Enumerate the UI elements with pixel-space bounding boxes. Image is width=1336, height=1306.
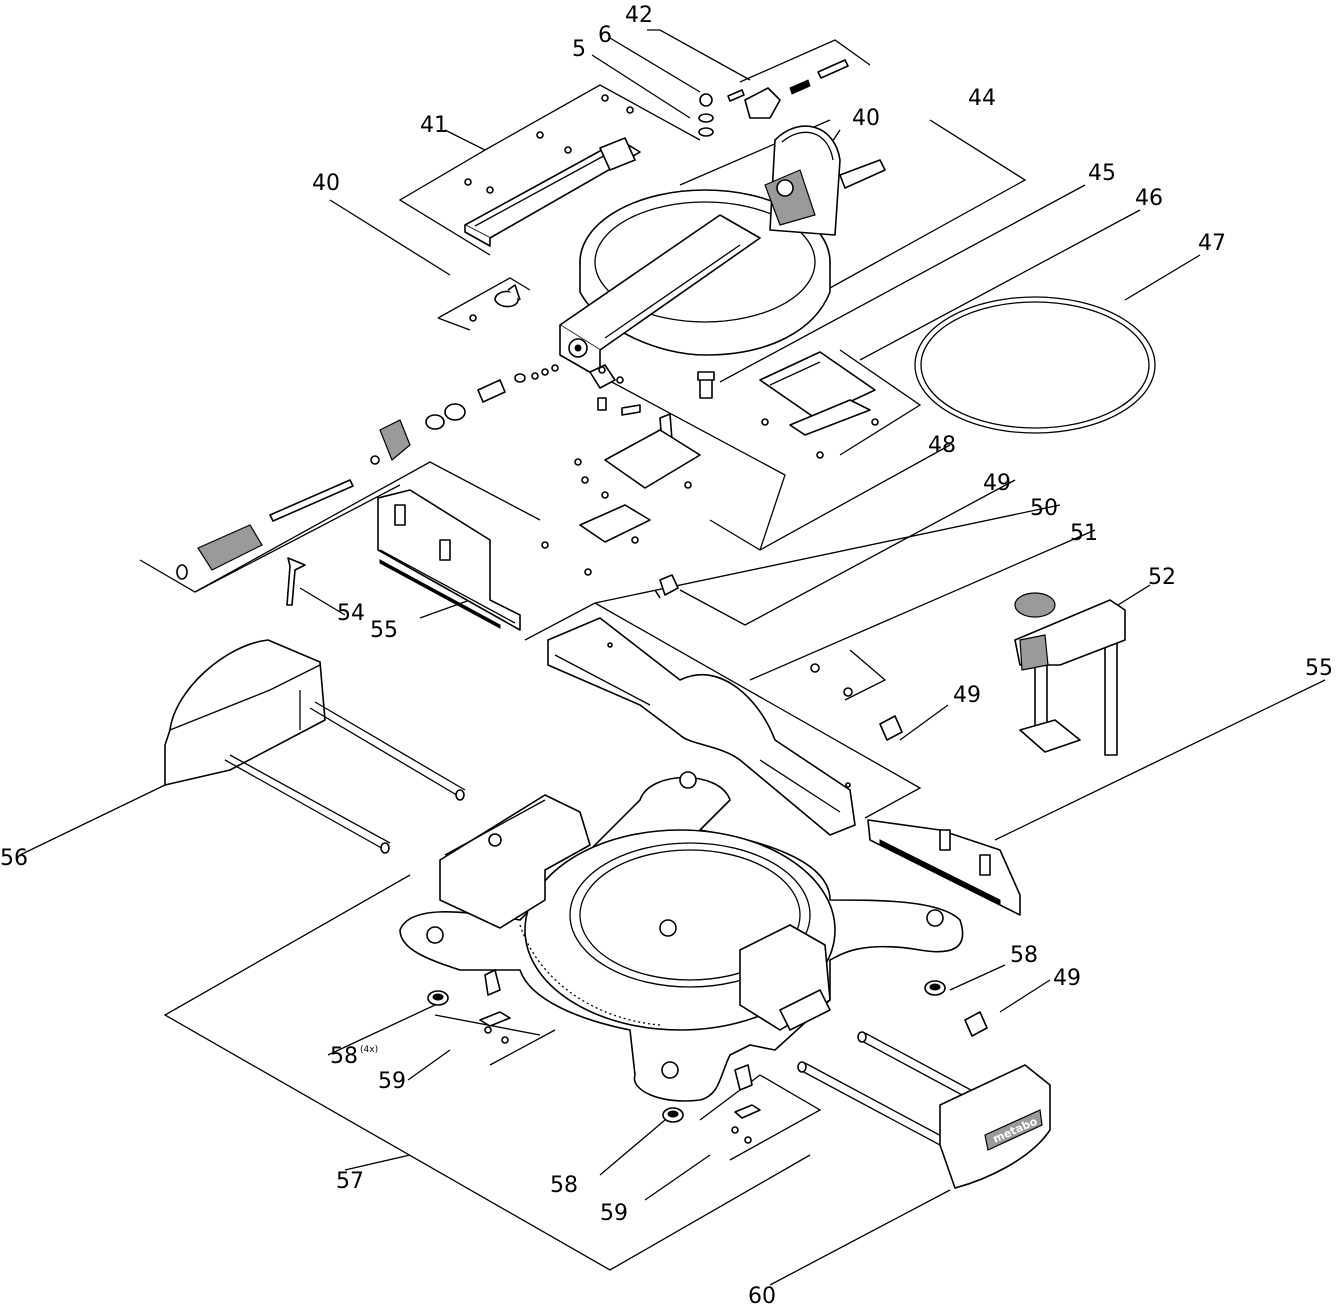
- callout-45: 45: [1088, 161, 1116, 186]
- callout-54: 54: [337, 601, 365, 626]
- callout-58-right: 58: [1010, 943, 1038, 968]
- switch-assembly: [574, 364, 701, 544]
- saw-base: [399, 771, 964, 1102]
- right-fence: [867, 819, 1021, 916]
- callout-40-left: 40: [312, 171, 340, 196]
- left-extension: [164, 639, 466, 854]
- callout-42: 42: [625, 3, 653, 28]
- callout-49-a: 49: [983, 471, 1011, 496]
- left-fence: [377, 489, 592, 631]
- table-insert: [547, 617, 856, 836]
- clamp-knob-3: [964, 1011, 988, 1037]
- guard-bracket: [759, 351, 879, 459]
- callout-58-bottom: 58: [550, 1173, 578, 1198]
- handle-cover: [464, 94, 641, 247]
- callout-56: 56: [0, 846, 28, 871]
- callout-59-left: 59: [378, 1069, 406, 1094]
- callout-47: 47: [1198, 231, 1226, 256]
- retaining-clip: [469, 284, 521, 322]
- callout-51: 51: [1070, 521, 1098, 546]
- fence-clips: [479, 969, 761, 1144]
- callout-48: 48: [928, 433, 956, 458]
- clamp-knob: [654, 574, 679, 599]
- lock-lever: [698, 59, 849, 137]
- guard-ring: [914, 296, 1156, 434]
- callout-52: 52: [1148, 565, 1176, 590]
- callout-41: 41: [420, 113, 448, 138]
- callout-49-b: 49: [953, 683, 981, 708]
- callout-55-right: 55: [1305, 656, 1333, 681]
- callout-55-left: 55: [370, 618, 398, 643]
- callout-57: 57: [336, 1169, 364, 1194]
- callout-5: 5: [572, 37, 586, 62]
- upper-blade-guard: [559, 189, 831, 379]
- callout-46: 46: [1135, 186, 1163, 211]
- spindle-parts: [176, 364, 559, 580]
- quantity-note: (4x): [360, 1045, 378, 1055]
- callout-59-bottom: 59: [600, 1201, 628, 1226]
- callout-40-top: 40: [852, 106, 880, 131]
- bevel-scale: [764, 125, 886, 236]
- callout-50: 50: [1030, 496, 1058, 521]
- clamp-knob-2: [879, 715, 903, 741]
- rubber-feet: [427, 980, 946, 1123]
- callout-49-c: 49: [1053, 966, 1081, 991]
- hex-bolt: [697, 371, 715, 399]
- callout-60: 60: [748, 1284, 776, 1306]
- leader-lines: [19, 29, 1326, 1286]
- callout-44: 44: [968, 86, 996, 111]
- hold-down-clamp: [1014, 592, 1126, 756]
- callout-labels: 42 6 5 44 41 40 40 45 46 47 48 49 50 51 …: [0, 3, 1333, 1306]
- callout-6: 6: [598, 23, 612, 48]
- hex-key: [286, 557, 306, 606]
- screws: [810, 663, 853, 697]
- right-extension: metabo: [797, 1031, 1051, 1189]
- callout-58-left: 58: [330, 1044, 358, 1069]
